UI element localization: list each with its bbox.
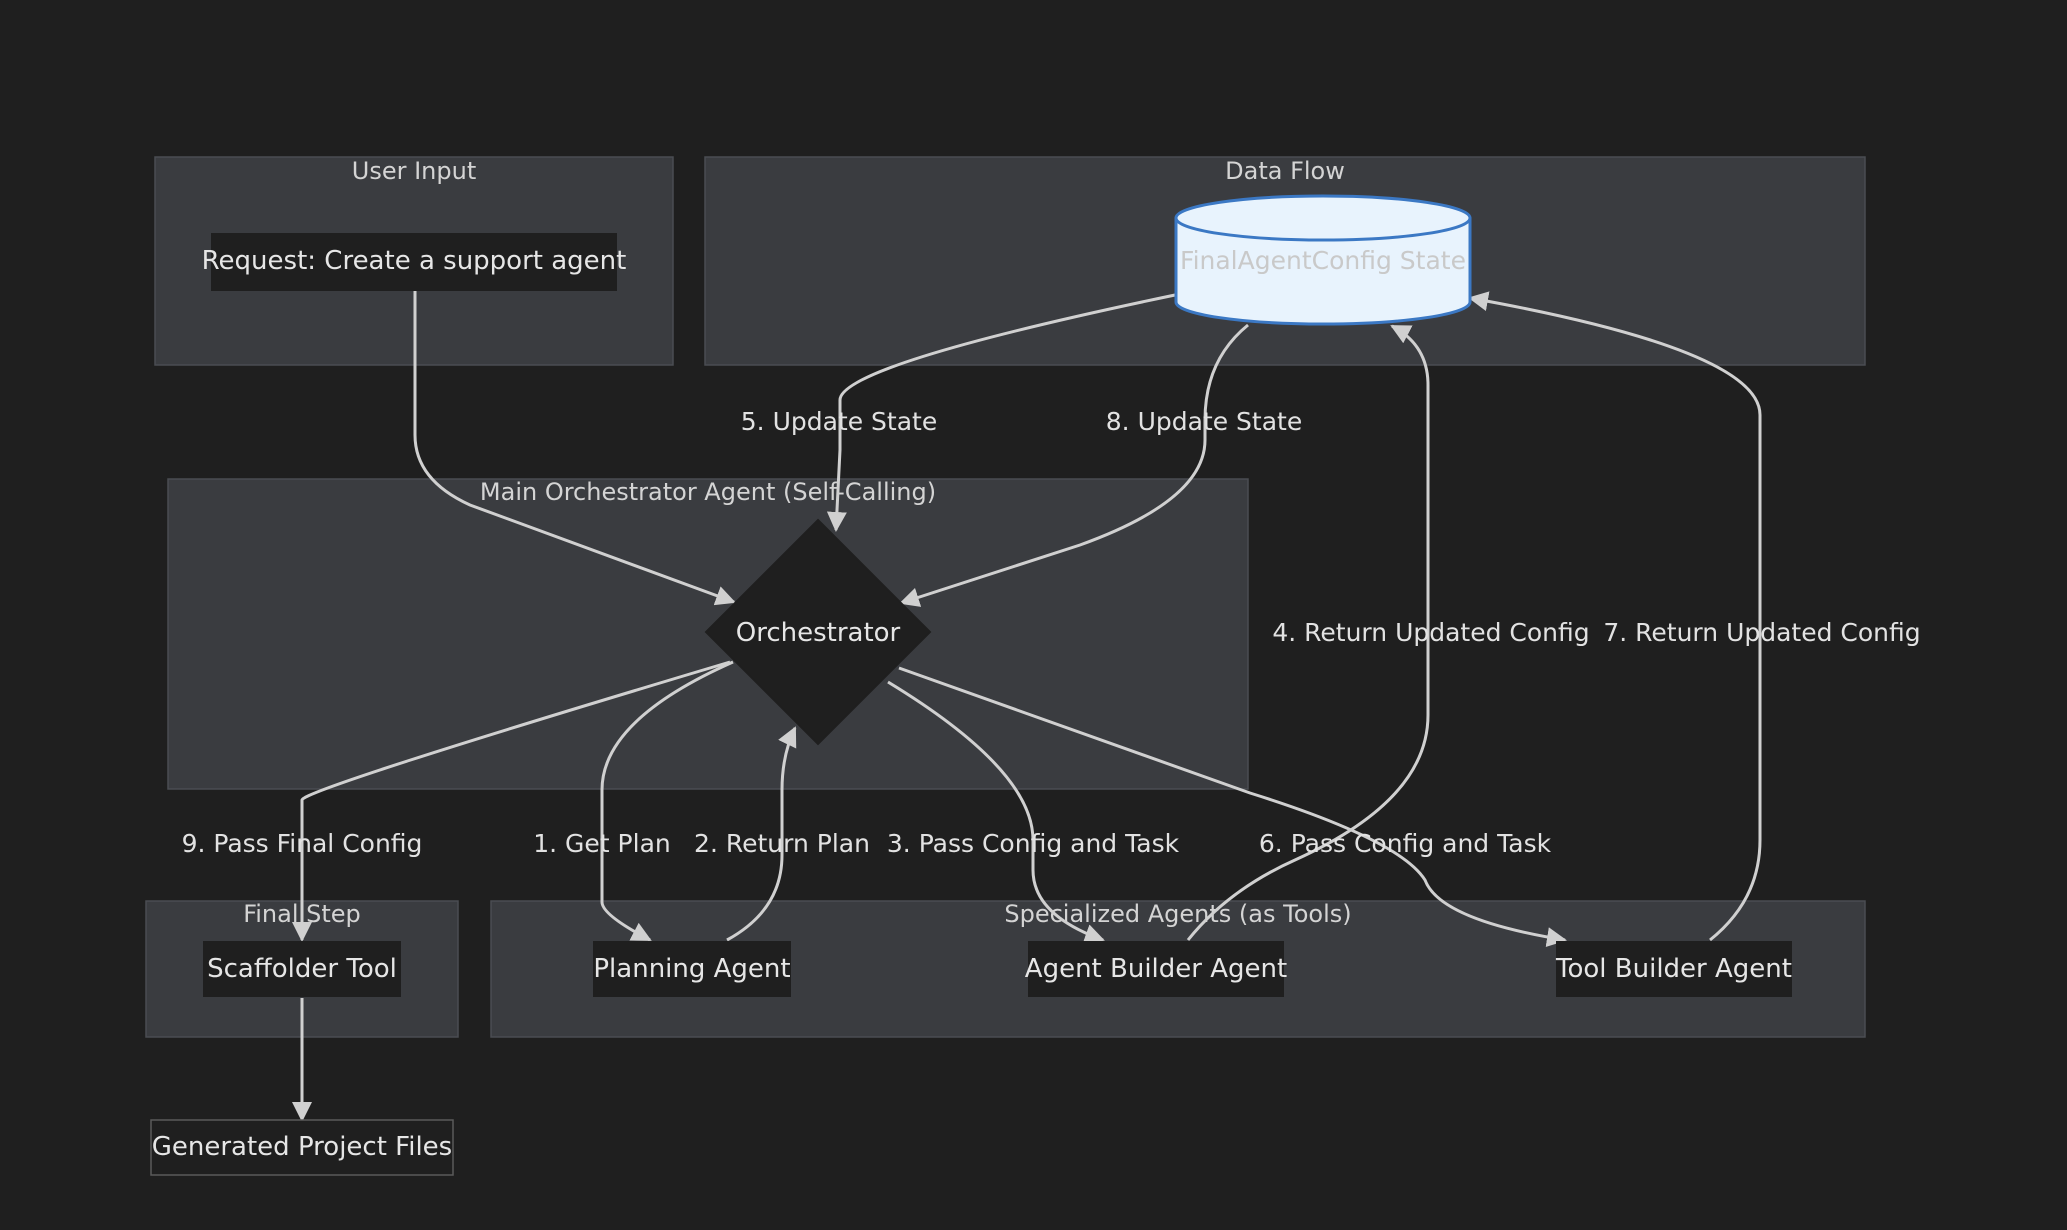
edge-label-update-state-5: 5. Update State <box>741 407 937 436</box>
database-body <box>1174 218 1472 326</box>
node-planning-box <box>593 941 791 997</box>
edge-label-return-plan: 2. Return Plan <box>694 829 870 858</box>
node-output: Generated Project Files <box>150 1119 454 1176</box>
edge-request-to-orchestrator <box>413 290 736 606</box>
cluster-specialized-agents-title: Specialized Agents (as Tools) <box>1004 900 1351 928</box>
node-scaffolder-label: Scaffolder Tool <box>207 954 397 984</box>
edge-update-state-5 <box>826 293 1176 532</box>
edge-return-config-4 <box>1186 324 1430 941</box>
node-output-label: Generated Project Files <box>152 1132 452 1162</box>
node-agent-builder: Agent Builder Agent <box>1025 941 1287 997</box>
node-agent-builder-box <box>1028 941 1284 997</box>
node-tool-builder-box <box>1556 941 1792 997</box>
edge-label-return-config-7: 7. Return Updated Config <box>1603 618 1920 647</box>
node-request: Request: Create a support agent <box>202 233 627 291</box>
node-planning: Planning Agent <box>593 941 791 997</box>
node-orchestrator: Orchestrator <box>704 518 932 746</box>
edge-label-pass-config-6: 6. Pass Config and Task <box>1259 829 1552 858</box>
node-scaffolder: Scaffolder Tool <box>203 941 401 997</box>
node-state-label: FinalAgentConfig State <box>1180 246 1466 275</box>
node-scaffolder-box <box>203 941 401 997</box>
node-orchestrator-label: Orchestrator <box>736 618 901 648</box>
edge-label-pass-final-config: 9. Pass Final Config <box>182 829 423 858</box>
orchestrator-diamond <box>704 518 932 746</box>
edge-pass-config-3 <box>887 680 1105 944</box>
database-top <box>1174 194 1472 242</box>
edge-label-pass-config-3: 3. Pass Config and Task <box>887 829 1180 858</box>
edge-labels: 5. Update State 8. Update State 4. Retur… <box>182 407 1921 858</box>
edge-label-update-state-8: 8. Update State <box>1106 407 1302 436</box>
edge-label-return-config-4: 4. Return Updated Config <box>1272 618 1589 647</box>
node-planning-label: Planning Agent <box>593 954 790 984</box>
cluster-data-flow-title: Data Flow <box>1225 157 1345 185</box>
node-agent-builder-label: Agent Builder Agent <box>1025 954 1287 984</box>
edge-return-config-7 <box>1468 291 1762 942</box>
edge-get-plan <box>600 660 734 942</box>
node-tool-builder: Tool Builder Agent <box>1555 941 1792 997</box>
edge-return-plan <box>726 726 797 942</box>
edge-label-get-plan: 1. Get Plan <box>533 829 671 858</box>
edge-pass-final-config <box>292 660 731 942</box>
node-state-database: FinalAgentConfig State <box>1174 194 1472 326</box>
node-request-label: Request: Create a support agent <box>202 246 627 276</box>
node-tool-builder-label: Tool Builder Agent <box>1555 954 1792 984</box>
edges <box>292 290 1762 1122</box>
cluster-user-input-title: User Input <box>352 157 476 185</box>
node-request-box <box>211 233 617 291</box>
edge-update-state-8 <box>899 323 1249 607</box>
node-output-box <box>150 1119 454 1176</box>
cluster-orchestrator-title: Main Orchestrator Agent (Self-Calling) <box>480 478 936 506</box>
edge-pass-config-6 <box>898 666 1567 948</box>
